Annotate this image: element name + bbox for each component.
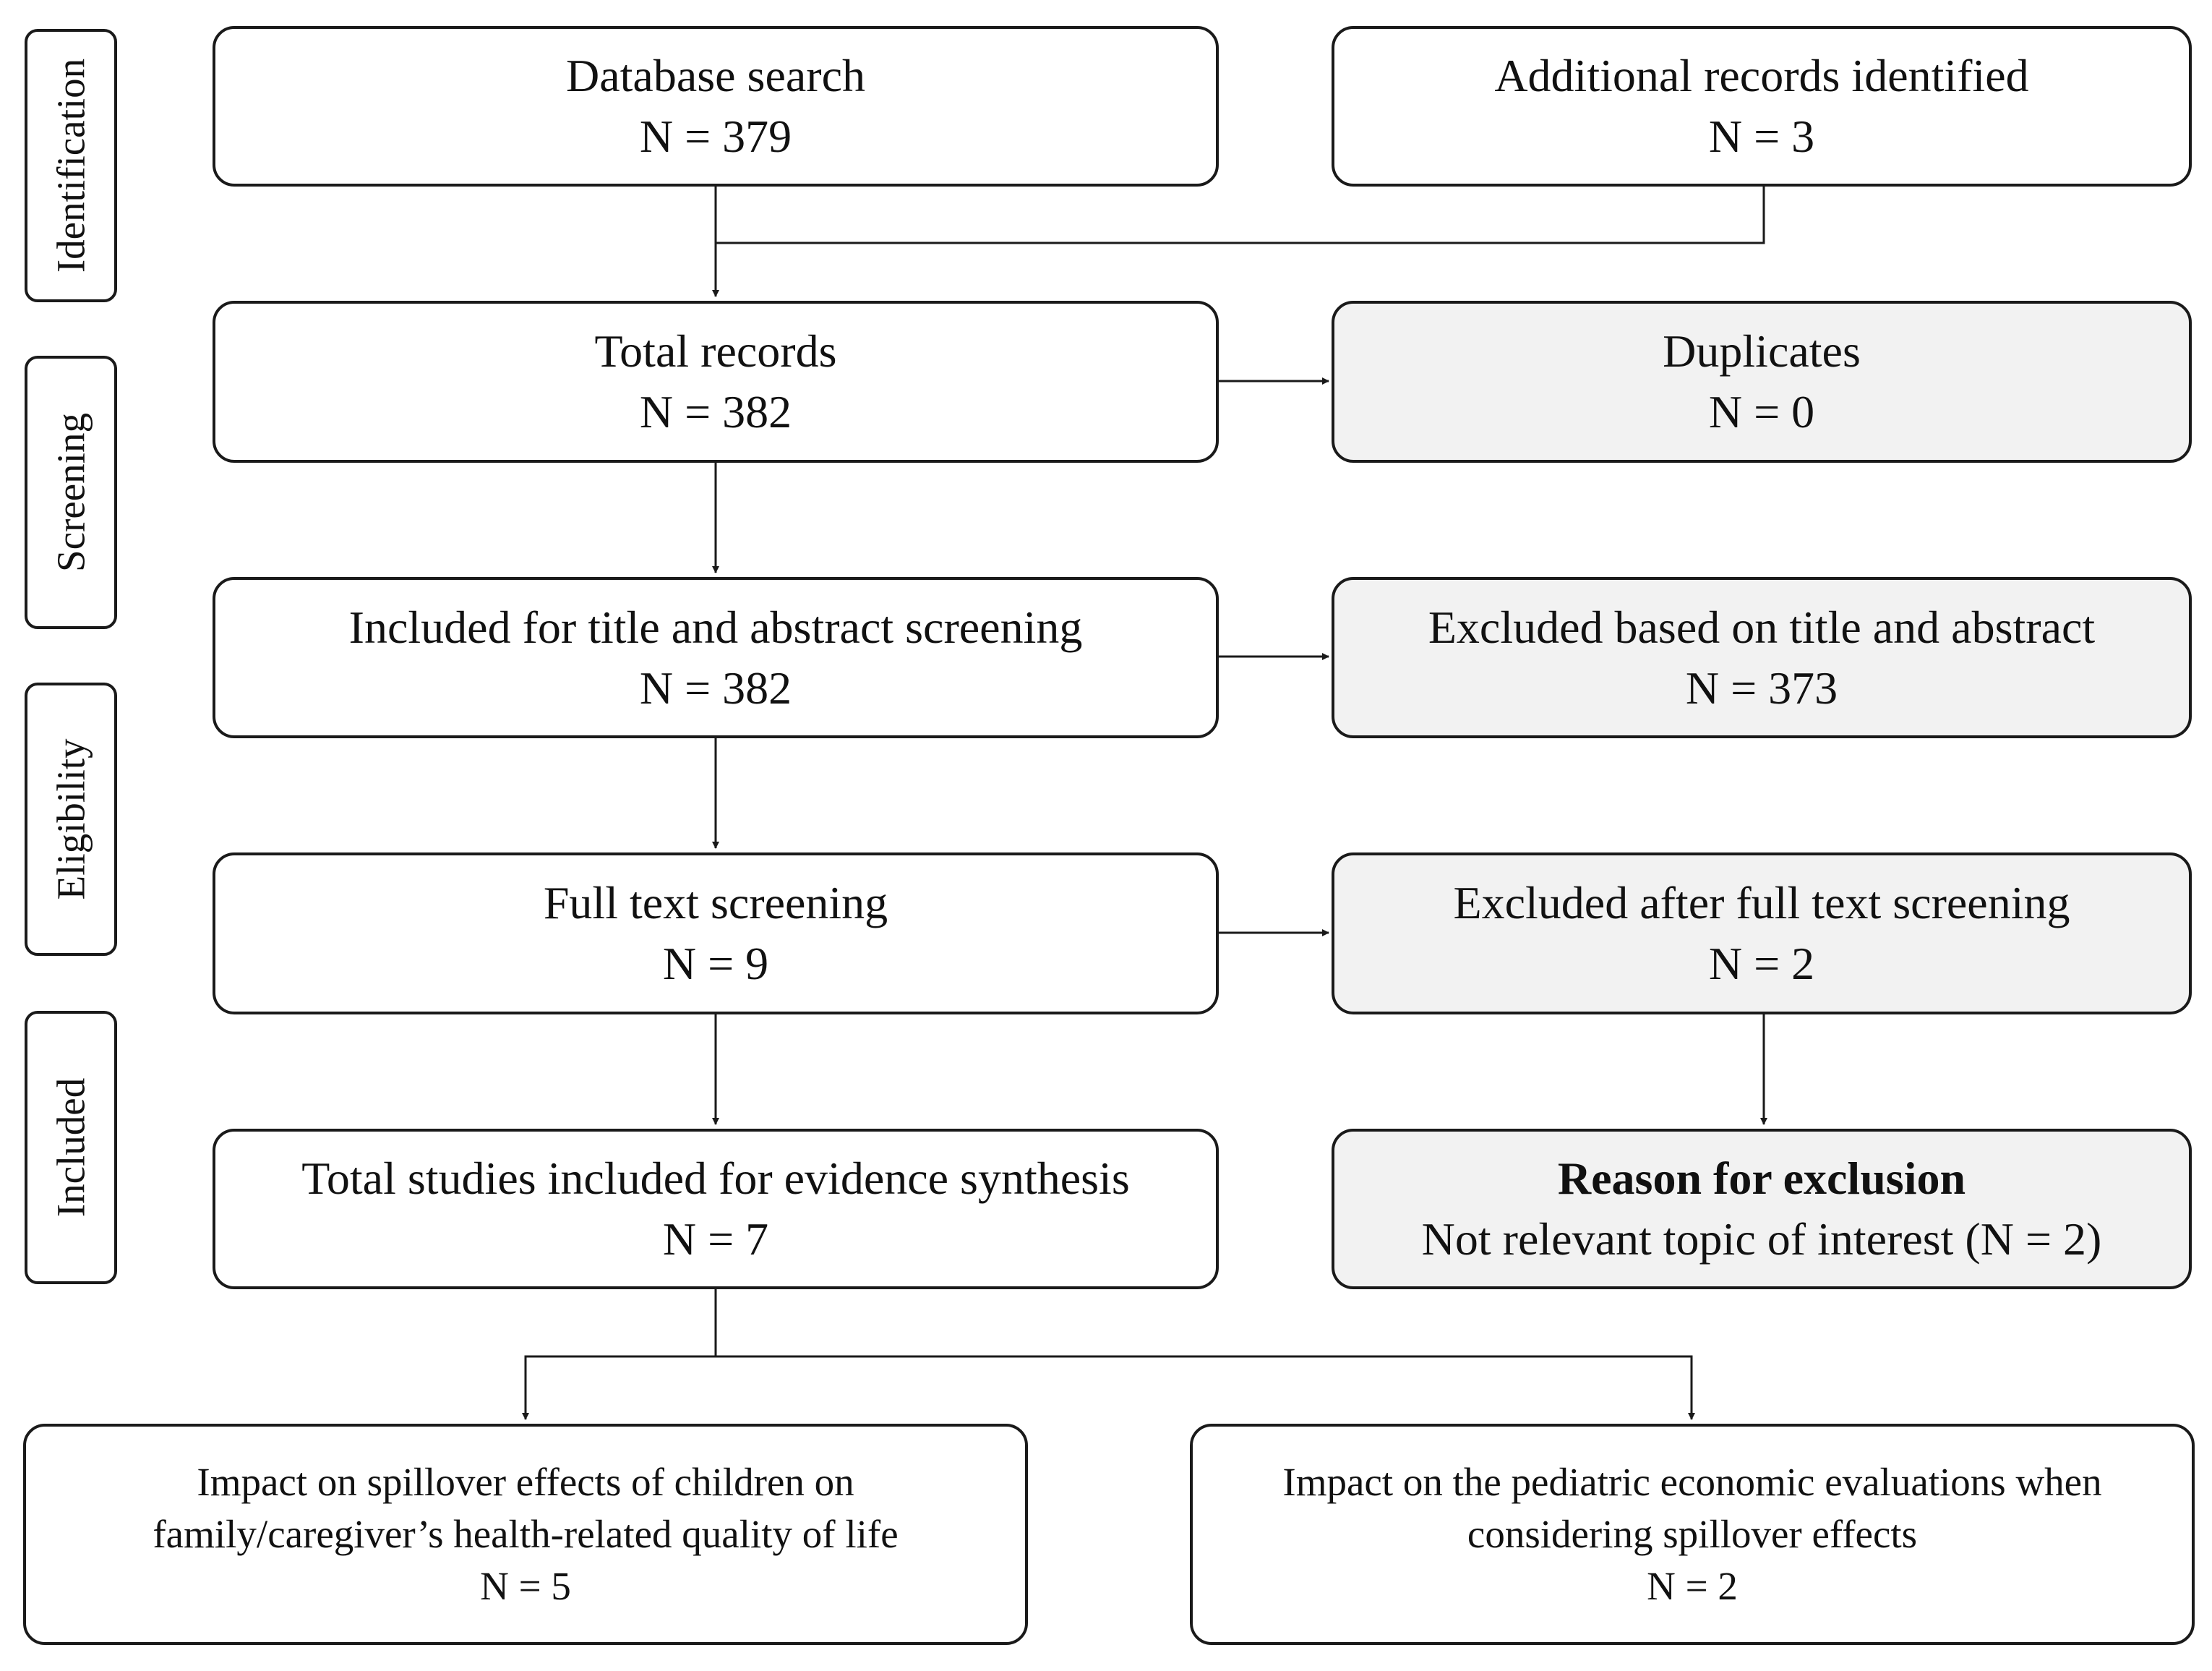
- full-text-screening-box: Full text screening N = 9: [213, 852, 1219, 1014]
- title-abstract-screening-box: Included for title and abstract screenin…: [213, 577, 1219, 738]
- studies-included-title: Total studies included for evidence synt…: [301, 1153, 1130, 1204]
- total-records-title: Total records: [594, 325, 837, 377]
- pediatric-econ-line2: considering spillover effects: [1467, 1512, 1918, 1556]
- total-records-box: Total records N = 382: [213, 301, 1219, 463]
- studies-included-box: Total studies included for evidence synt…: [213, 1129, 1219, 1289]
- spillover-hrqol-line2: family/caregiver’s health-related qualit…: [153, 1512, 899, 1556]
- pediatric-econ-count: N = 2: [1647, 1564, 1738, 1608]
- total-records-count: N = 382: [639, 386, 792, 437]
- reason-exclusion-box: Reason for exclusion Not relevant topic …: [1332, 1129, 2192, 1289]
- phase-identification: Identification: [25, 29, 117, 302]
- reason-exclusion-detail: Not relevant topic of interest (N = 2): [1421, 1213, 2102, 1265]
- phase-eligibility: Eligibility: [25, 683, 117, 956]
- database-search-count: N = 379: [639, 111, 792, 162]
- phase-included: Included: [25, 1011, 117, 1284]
- full-text-screening-title: Full text screening: [543, 877, 888, 928]
- excluded-full-text-count: N = 2: [1708, 938, 1815, 989]
- spillover-hrqol-box: Impact on spillover effects of children …: [23, 1424, 1028, 1645]
- database-search-title: Database search: [566, 50, 865, 101]
- duplicates-count: N = 0: [1708, 386, 1815, 437]
- duplicates-title: Duplicates: [1663, 325, 1861, 377]
- title-abstract-screening-count: N = 382: [639, 662, 792, 714]
- excluded-full-text-title: Excluded after full text screening: [1453, 877, 2070, 928]
- connector-additional-join: [716, 187, 1765, 244]
- excluded-title-abstract-box: Excluded based on title and abstract N =…: [1332, 577, 2192, 738]
- spillover-hrqol-line1: Impact on spillover effects of children …: [197, 1460, 854, 1504]
- full-text-screening-count: N = 9: [662, 938, 769, 989]
- duplicates-box: Duplicates N = 0: [1332, 301, 2192, 463]
- additional-records-box: Additional records identified N = 3: [1332, 26, 2192, 187]
- studies-included-count: N = 7: [662, 1213, 769, 1265]
- connector-included-split-right: [716, 1355, 1695, 1420]
- excluded-title-abstract-title: Excluded based on title and abstract: [1428, 601, 2096, 653]
- spillover-hrqol-count: N = 5: [480, 1564, 571, 1608]
- pediatric-econ-line1: Impact on the pediatric economic evaluat…: [1282, 1460, 2102, 1504]
- phase-screening: Screening: [25, 356, 117, 629]
- database-search-box: Database search N = 379: [213, 26, 1219, 187]
- excluded-full-text-box: Excluded after full text screening N = 2: [1332, 852, 2192, 1014]
- connector-included-split: [522, 1289, 717, 1420]
- pediatric-econ-box: Impact on the pediatric economic evaluat…: [1190, 1424, 2195, 1645]
- reason-exclusion-title: Reason for exclusion: [1557, 1153, 1966, 1204]
- title-abstract-screening-title: Included for title and abstract screenin…: [348, 601, 1083, 653]
- excluded-title-abstract-count: N = 373: [1685, 662, 1838, 714]
- additional-records-count: N = 3: [1708, 111, 1815, 162]
- additional-records-title: Additional records identified: [1494, 50, 2029, 101]
